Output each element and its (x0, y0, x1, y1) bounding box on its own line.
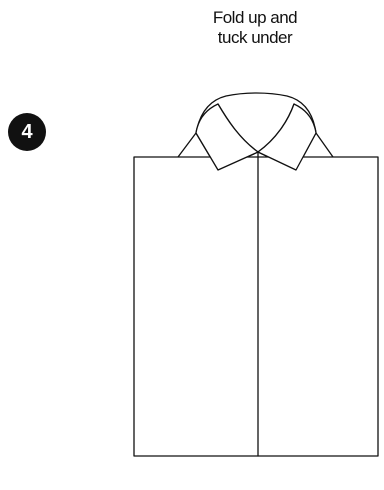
right-shoulder-line (316, 133, 333, 157)
shirt-body (134, 157, 378, 456)
left-shoulder-line (178, 133, 196, 157)
